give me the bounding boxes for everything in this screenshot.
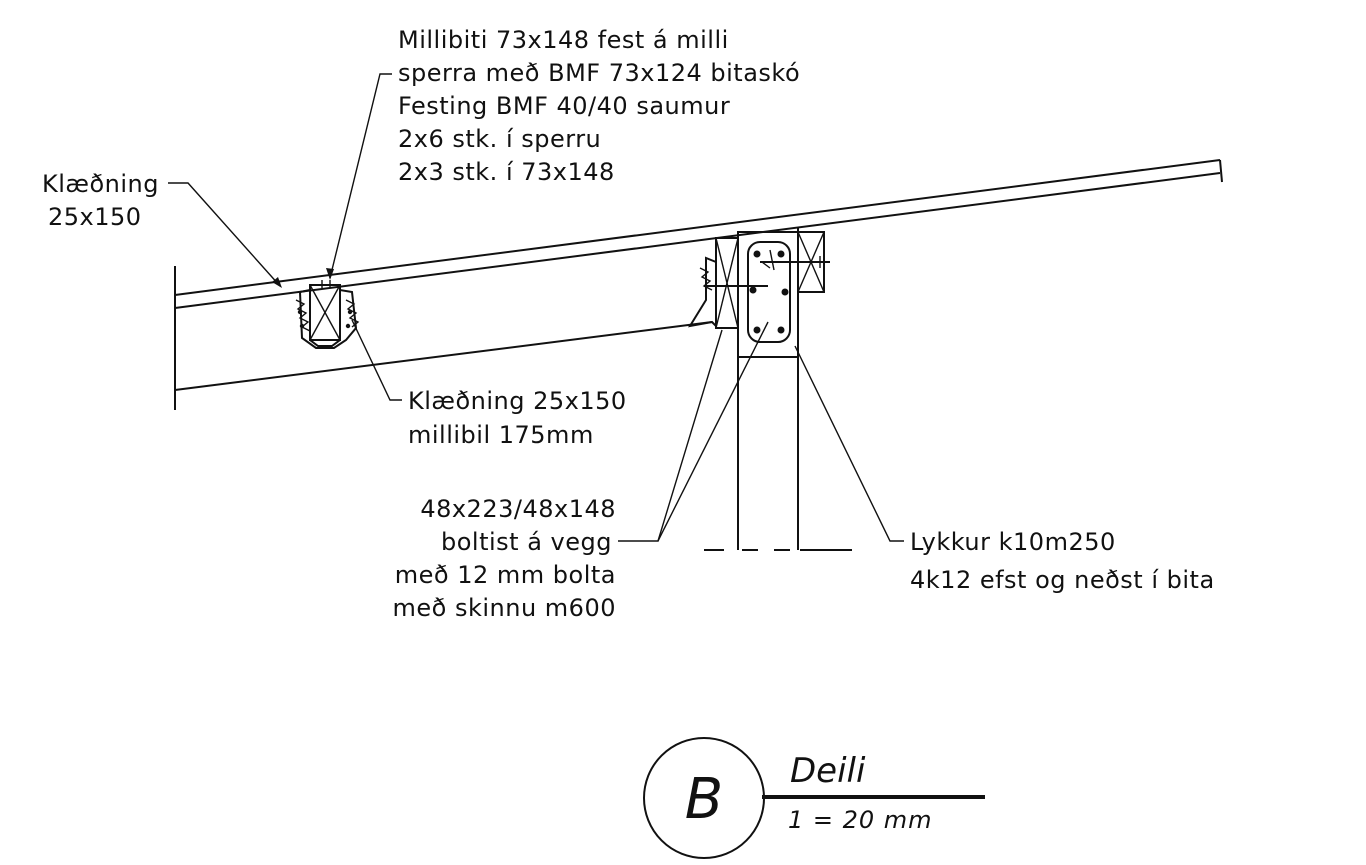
millibiti-line-4: 2x6 stk. í sperru [398,125,601,153]
kladning-bottom-line-2: millibil 175mm [408,421,594,449]
millibiti-line-5: 2x3 stk. í 73x148 [398,158,615,186]
lykkur-line-2: 4k12 efst og neðst í bita [910,566,1215,594]
kladning-top-label: Klæðning 25x150 [42,170,159,231]
beam-line-3: með 12 mm bolta [395,561,616,589]
kladning-bottom-line-1: Klæðning 25x150 [408,387,627,415]
beam-line-4: með skinnu m600 [393,594,616,622]
nogging-with-joist-hangers [295,280,360,349]
detail-scale: 1 = 20 mm [788,806,933,834]
rafter [174,266,713,410]
millibiti-line-3: Festing BMF 40/40 saumur [398,92,730,120]
detail-letter: B [685,767,723,832]
beam-line-2: boltist á vegg [441,528,612,556]
millibiti-line-1: Millibiti 73x148 fest á milli [398,26,729,54]
millibiti-line-2: sperra með BMF 73x124 bitaskó [398,59,800,87]
beam-label: 48x223/48x148 boltist á vegg með 12 mm b… [393,495,616,622]
kladning-bottom-label: Klæðning 25x150 millibil 175mm [408,387,627,449]
wall-and-concrete-beam [687,228,852,551]
leader-lines [168,73,904,542]
beam-line-1: 48x223/48x148 [420,495,616,523]
kladning-top-line-2: 25x150 [48,203,142,231]
lykkur-line-1: Lykkur k10m250 [910,528,1116,556]
detail-title-block: B Deili 1 = 20 mm [643,737,985,859]
detail-title: Deili [790,751,866,791]
roof-cladding-board [174,159,1223,309]
kladning-top-line-1: Klæðning [42,170,159,198]
lykkur-label: Lykkur k10m250 4k12 efst og neðst í bita [910,528,1215,594]
millibiti-label: Millibiti 73x148 fest á milli sperra með… [398,26,800,186]
